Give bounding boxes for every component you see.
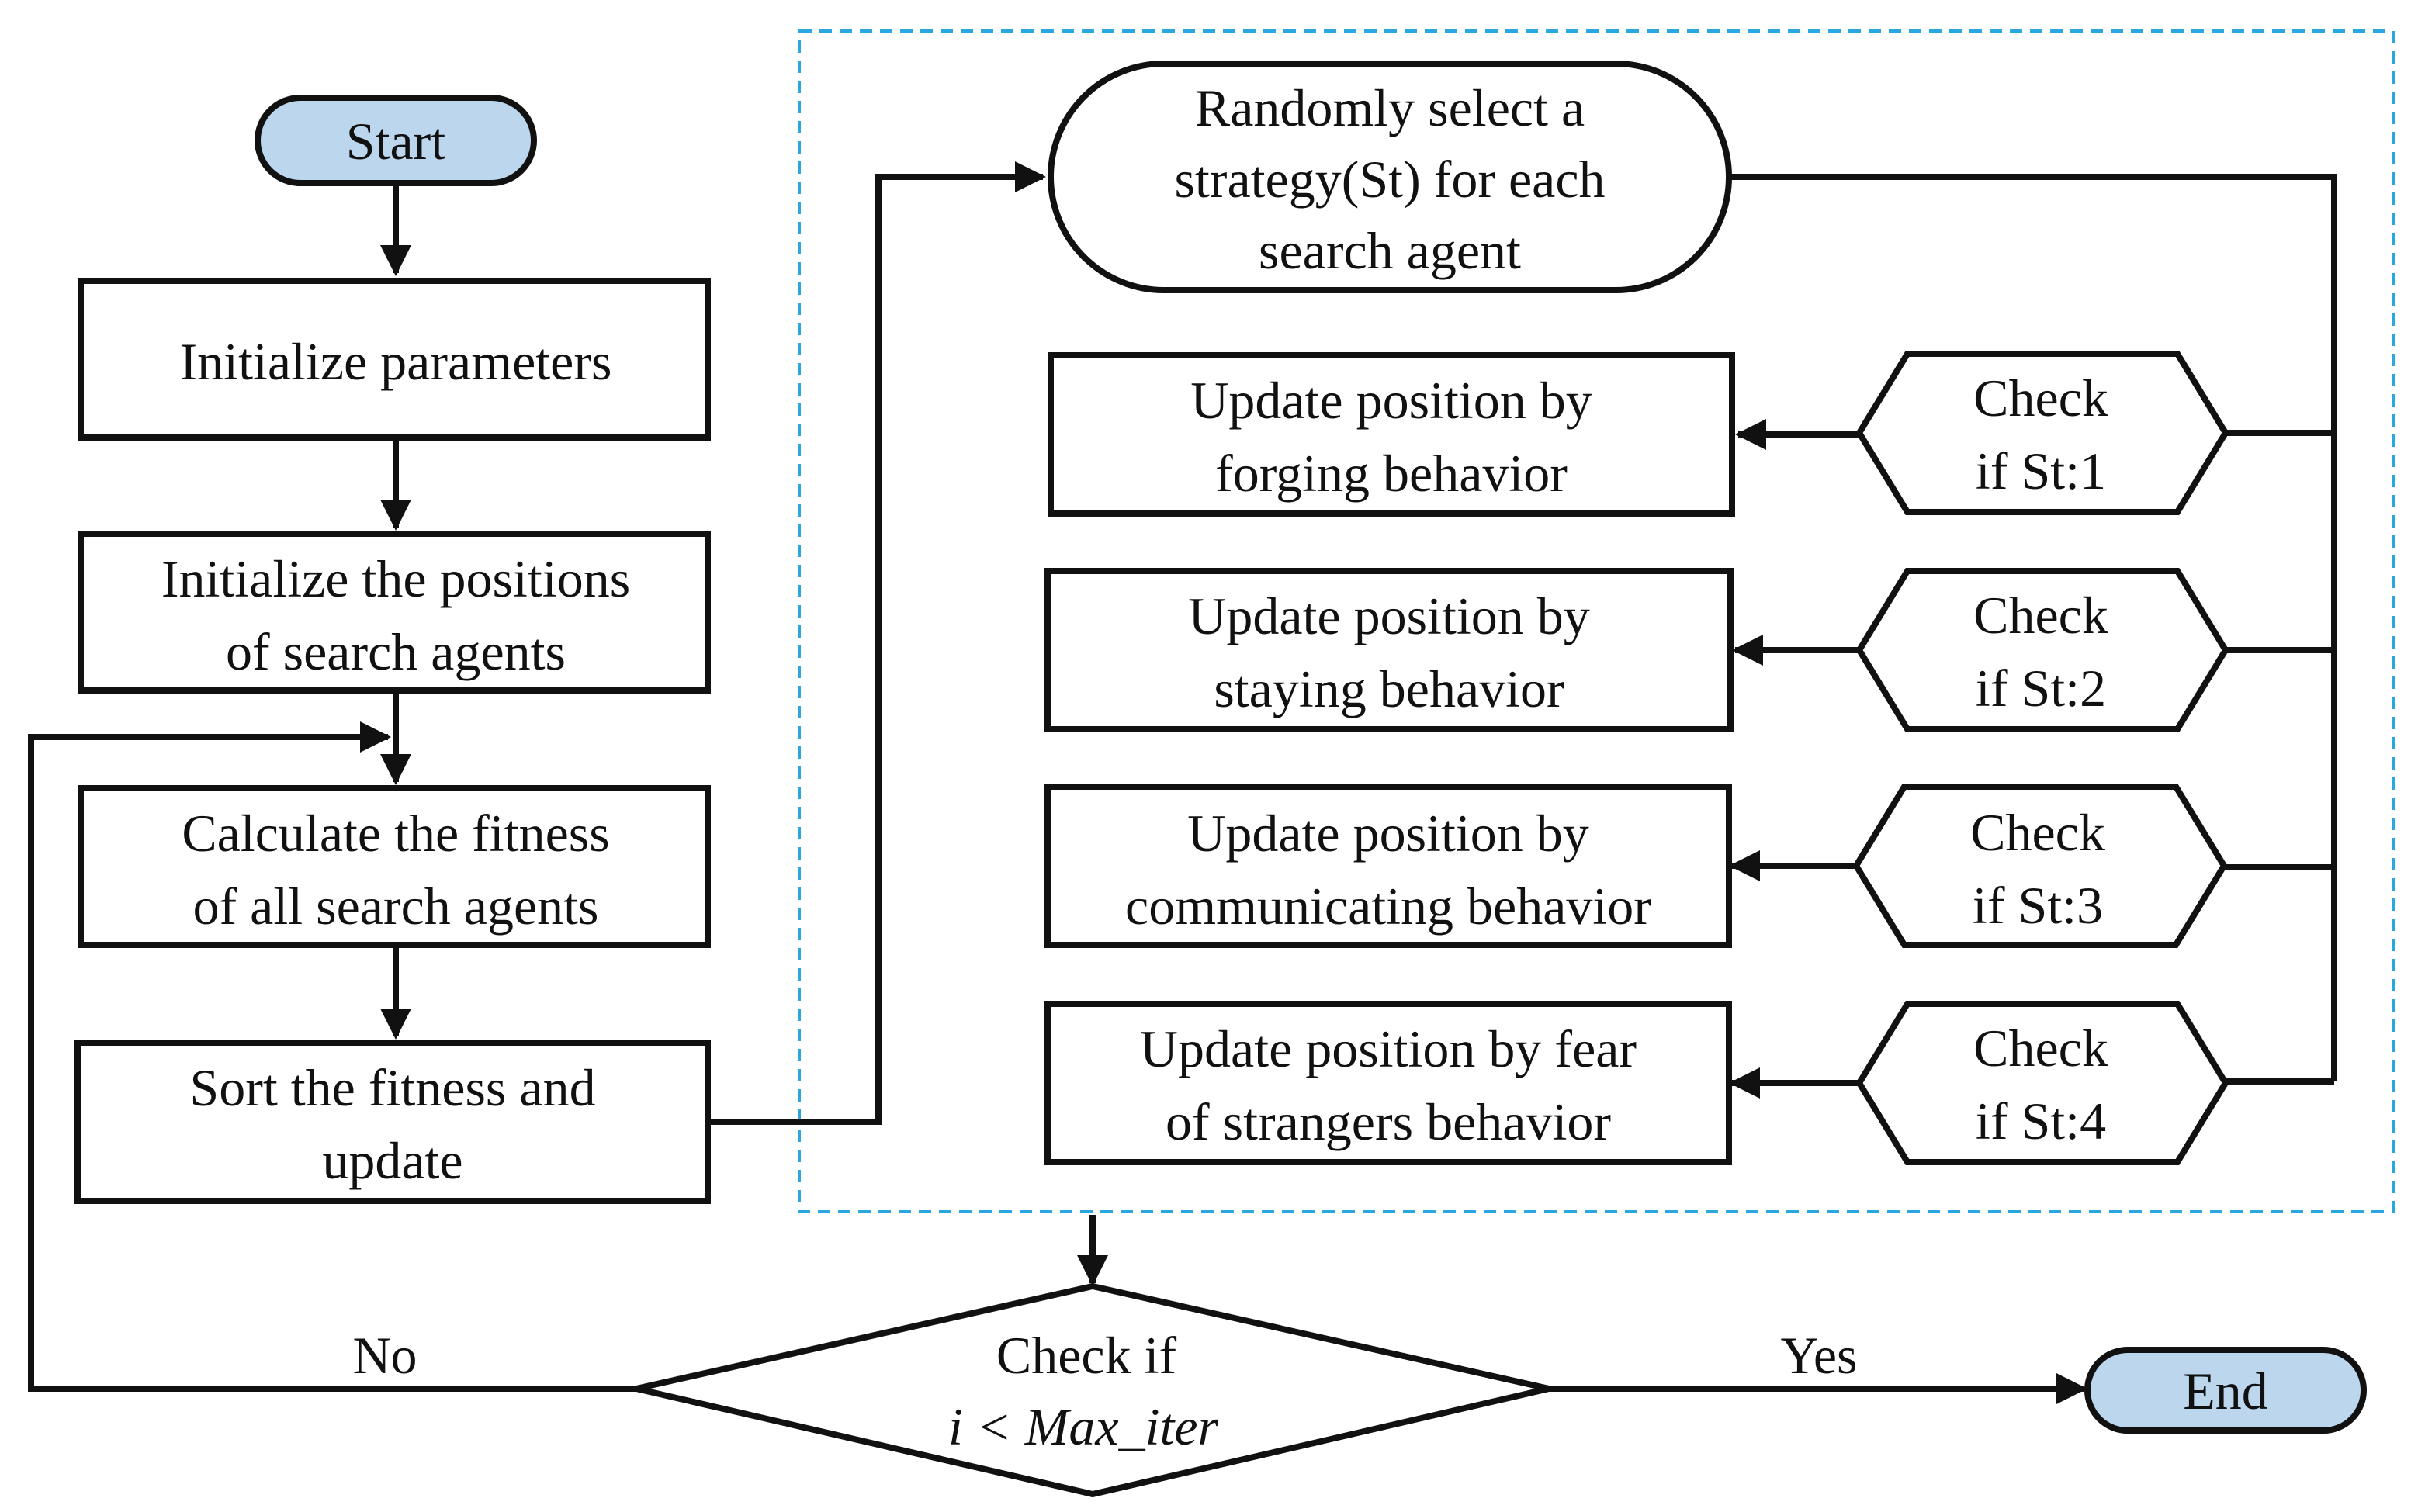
calc-fitness-line-2: of all search agents [193,877,599,936]
init-positions-line-2: of search agents [226,622,566,681]
strategy-line-1: Randomly select a [1195,78,1585,137]
strategy-select-node: Randomly select a strategy(St) for each … [1048,61,1732,293]
end-terminal: End [2084,1347,2367,1434]
update-box-2: Update position by staying behavior [1044,568,1734,732]
update-box-3: Update position by communicating behavio… [1044,784,1732,948]
sort-update-line-2: update [322,1131,462,1190]
update-4-line-2: of strangers behavior [1166,1092,1611,1151]
check-node-3: Check if St:3 [1852,784,2228,948]
update-box-4: Update position by fear of strangers beh… [1044,1001,1732,1165]
update-4-line-1: Update position by fear [1140,1019,1637,1078]
check-2-line-1: Check [1973,586,2108,645]
decision-line-1: Check if [996,1326,1177,1385]
check-node-2: Check if St:2 [1855,568,2229,732]
step-init-params: Initialize parameters [78,278,711,441]
check-4-line-1: Check [1973,1019,2108,1078]
sort-update-line-1: Sort the fitness and [189,1058,595,1117]
check-2-line-2: if St:2 [1976,659,2106,718]
update-box-1: Update position by forging behavior [1048,352,1735,517]
arrow-decision-no-loop [28,721,636,1392]
start-label: Start [346,112,446,171]
decision-line-2: i < Max_iter [948,1397,1219,1456]
update-1-line-2: forging behavior [1215,444,1568,503]
init-positions-line-1: Initialize the positions [161,549,630,608]
update-3-line-1: Update position by [1187,804,1589,863]
check-3-line-2: if St:3 [1973,876,2103,935]
yes-label: Yes [1781,1326,1858,1385]
step-calc-fitness: Calculate the fitness of all search agen… [78,785,711,948]
step-sort-update: Sort the fitness and update [74,1040,711,1204]
init-params-line-1: Initialize parameters [180,332,612,391]
bus-strategy-to-checks [1729,174,2337,1081]
check-3-line-1: Check [1970,803,2105,862]
check-node-4: Check if St:4 [1855,1001,2229,1165]
decision-node: Check if i < Max_iter [636,1282,1550,1498]
no-label: No [352,1326,417,1385]
calc-fitness-line-1: Calculate the fitness [182,804,609,863]
check-4-line-2: if St:4 [1976,1092,2106,1150]
update-1-line-1: Update position by [1190,371,1592,430]
strategy-line-3: search agent [1259,221,1521,280]
end-label: End [2183,1361,2268,1420]
check-node-1: Check if St:1 [1855,351,2229,515]
check-1-line-1: Check [1973,368,2108,427]
strategy-region [798,29,2395,1213]
step-init-positions: Initialize the positions of search agent… [78,531,711,694]
arrow-sort-to-strategy [708,161,1046,1125]
strategy-line-2: strategy(St) for each [1174,150,1605,209]
update-3-line-2: communicating behavior [1125,877,1651,936]
update-2-line-2: staying behavior [1214,659,1564,718]
start-terminal: Start [255,95,537,186]
update-2-line-1: Update position by [1188,586,1590,645]
check-1-line-2: if St:1 [1976,441,2106,500]
